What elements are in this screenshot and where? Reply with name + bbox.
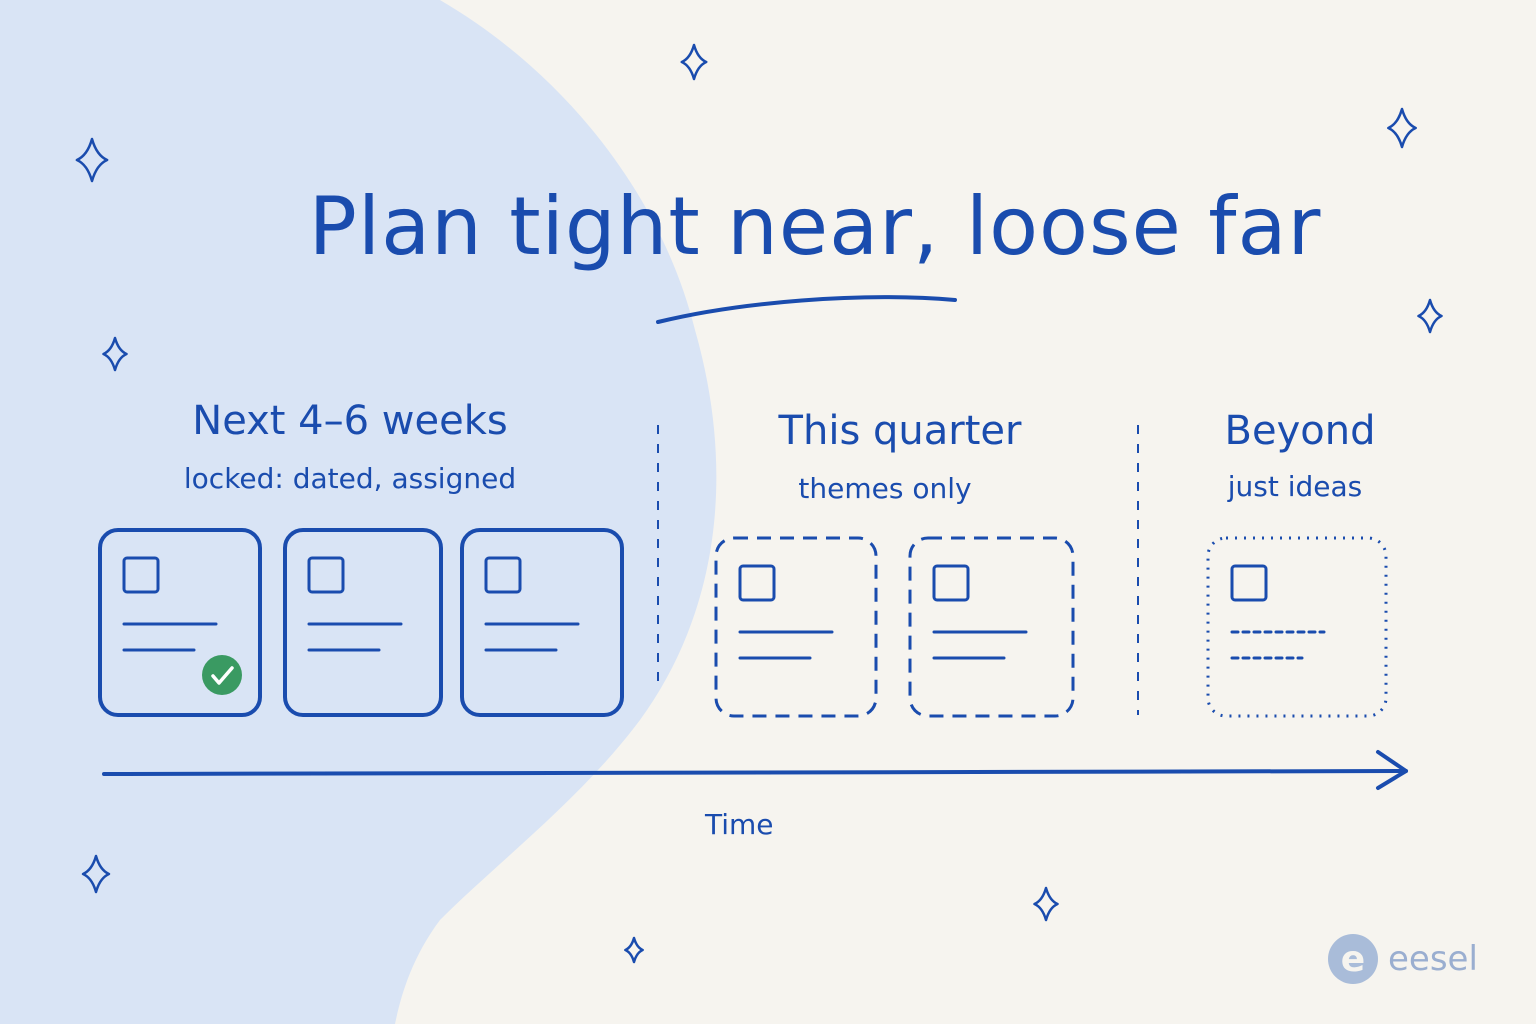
sparkle-icon	[1033, 886, 1059, 922]
sparkle-icon	[680, 43, 708, 81]
title-underline	[656, 295, 957, 324]
sparkle-icon	[624, 936, 644, 964]
logo-text: eesel	[1388, 939, 1478, 979]
column-subtitle-quarter: themes only	[798, 472, 972, 505]
task-card	[460, 528, 624, 717]
sparkle-icon	[1387, 107, 1417, 149]
time-arrow-icon	[102, 750, 1408, 790]
checkbox-icon	[738, 564, 776, 602]
checkbox-icon	[1230, 564, 1268, 602]
logo-mark-icon: e	[1328, 934, 1378, 984]
task-card	[283, 528, 443, 717]
checkbox-icon	[484, 556, 522, 594]
checkbox-icon	[932, 564, 970, 602]
column-subtitle-near: locked: dated, assigned	[183, 462, 517, 495]
sparkle-icon	[81, 854, 111, 894]
sparkle-icon	[1417, 298, 1443, 334]
task-card	[98, 528, 262, 717]
task-card	[1206, 536, 1388, 718]
background-blob	[0, 0, 717, 1024]
eesel-logo: e eesel	[1328, 934, 1478, 984]
sparkle-icon	[75, 137, 109, 183]
checkbox-icon	[307, 556, 345, 594]
checkbox-icon	[122, 556, 160, 594]
column-subtitle-beyond: just ideas	[1227, 470, 1363, 503]
sparkle-icon	[102, 336, 128, 372]
check-icon	[202, 655, 242, 695]
column-title-beyond: Beyond	[1224, 408, 1376, 454]
column-title-quarter: This quarter	[778, 408, 1022, 454]
page-title: Plan tight near, loose far	[308, 180, 1322, 273]
axis-label-time: Time	[705, 808, 774, 841]
task-card	[908, 536, 1075, 718]
column-title-near: Next 4–6 weeks	[192, 398, 508, 444]
task-card	[714, 536, 878, 718]
